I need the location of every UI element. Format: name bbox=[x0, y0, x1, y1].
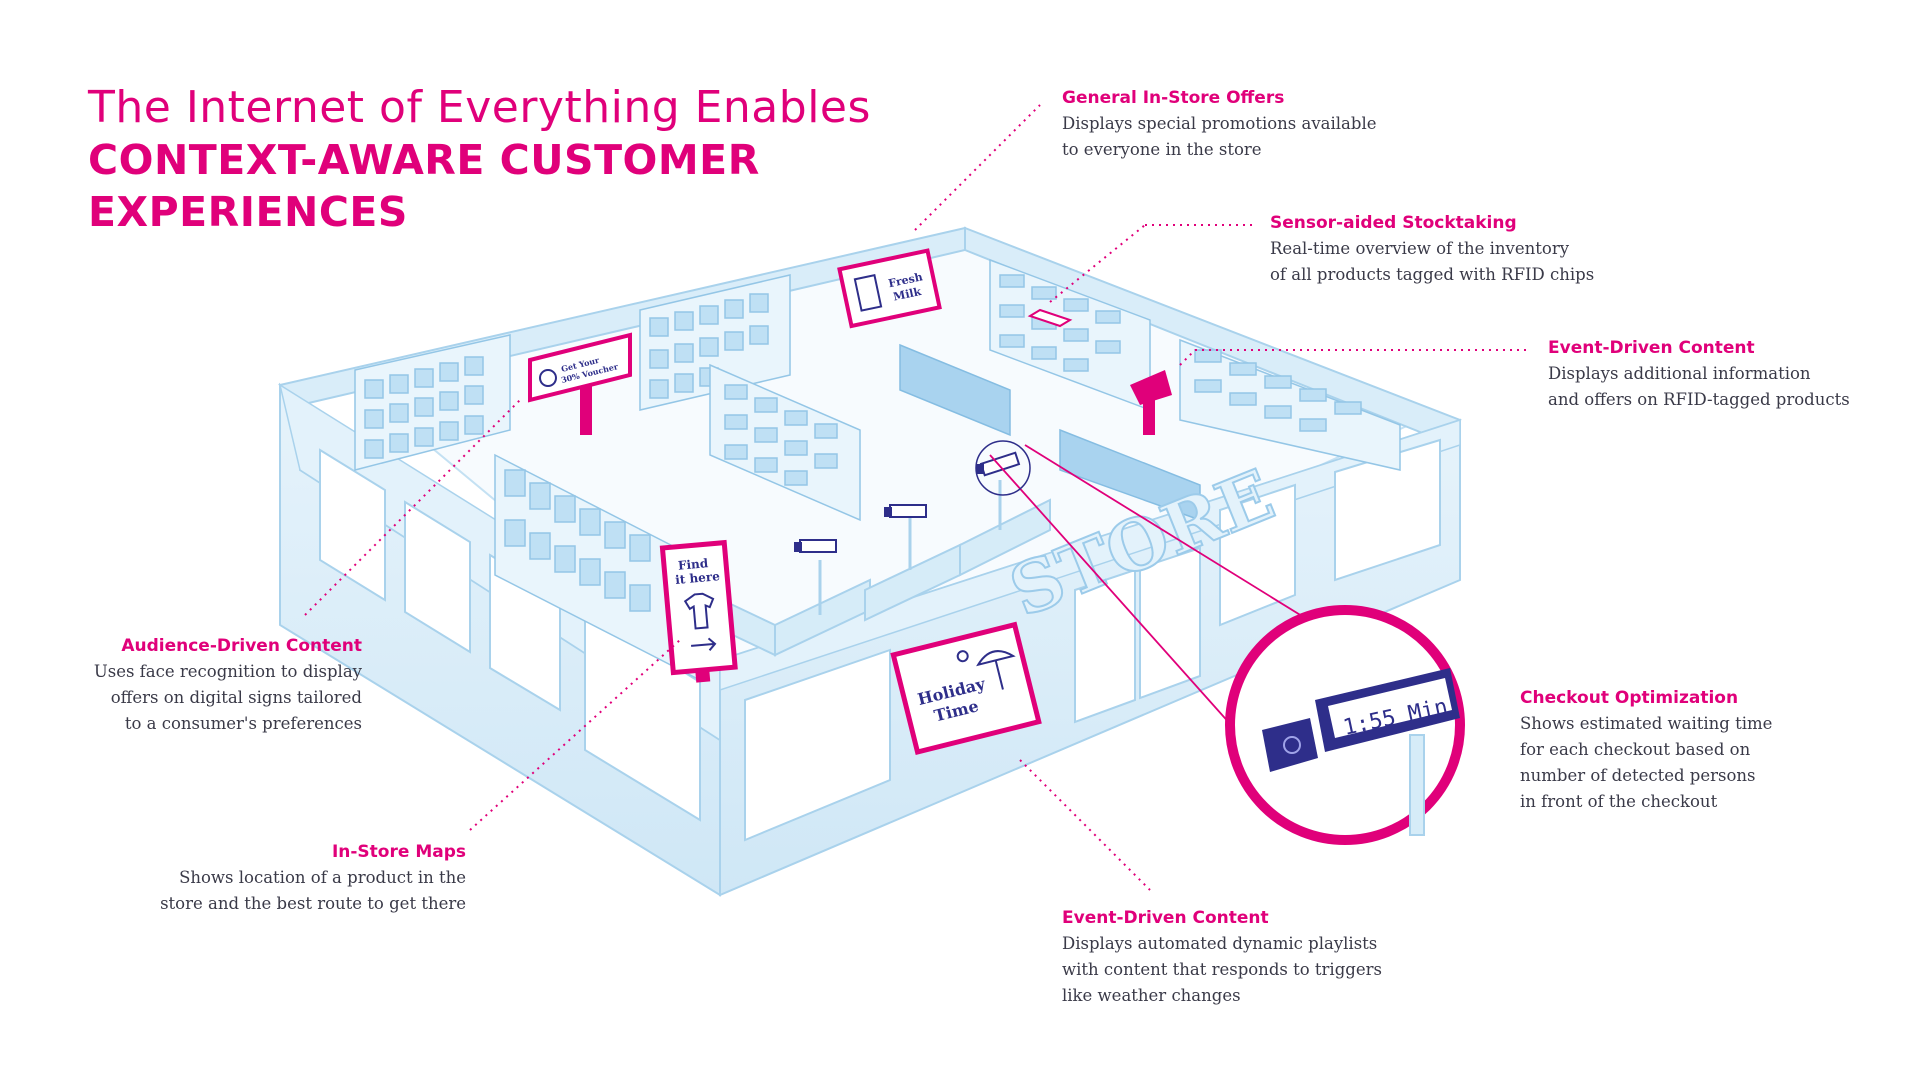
callout-heading: Event-Driven Content bbox=[1062, 908, 1269, 928]
front-right-wall bbox=[719, 418, 1461, 897]
callout-line: Displays special promotions available bbox=[1062, 114, 1377, 133]
shelf-right-front bbox=[1179, 338, 1401, 471]
umbrella-icon bbox=[976, 650, 1016, 690]
callout-line: like weather changes bbox=[1062, 986, 1241, 1005]
leader-lines bbox=[304, 104, 1530, 891]
fresh-milk-sign: Fresh Milk bbox=[837, 248, 942, 329]
callout-heading: Checkout Optimization bbox=[1520, 688, 1739, 708]
window bbox=[404, 500, 471, 654]
callout-line: offers on digital signs tailored bbox=[110, 688, 362, 707]
callout-text: Shows estimated waiting time for each ch… bbox=[1520, 711, 1920, 815]
entrance-door bbox=[1139, 546, 1201, 700]
arrow-right-icon bbox=[691, 637, 717, 651]
shelf-center-aisle bbox=[709, 363, 861, 522]
callout-line: Real-time overview of the inventory bbox=[1270, 239, 1570, 258]
shelf-back-left bbox=[354, 334, 511, 471]
callout-line: with content that responds to triggers bbox=[1062, 960, 1382, 979]
find-text: it here bbox=[675, 569, 721, 587]
front-left-wall bbox=[278, 382, 721, 897]
fresh-milk-text: Milk bbox=[892, 285, 923, 304]
shelf-right-back bbox=[989, 258, 1151, 412]
rfid-kiosk bbox=[1130, 370, 1172, 435]
callout-checkout: Checkout Optimization Shows estimated wa… bbox=[1520, 688, 1920, 815]
callout-line: of all products tagged with RFID chips bbox=[1270, 265, 1595, 284]
callout-stocktaking: Sensor-aided Stocktaking Real-time overv… bbox=[1270, 213, 1670, 288]
window bbox=[1219, 483, 1296, 627]
callout-maps: In-Store Maps Shows location of a produc… bbox=[66, 842, 466, 917]
holiday-time-sign: Holiday Time bbox=[890, 621, 1042, 755]
callout-text: Displays automated dynamic playlists wit… bbox=[1062, 931, 1462, 1009]
callout-text: Uses face recognition to display offers … bbox=[0, 659, 362, 737]
window bbox=[1334, 438, 1441, 582]
callout-line: number of detected persons bbox=[1520, 766, 1756, 785]
window bbox=[319, 448, 386, 602]
callout-audience: Audience-Driven Content Uses face recogn… bbox=[0, 636, 362, 737]
callout-line: Uses face recognition to display bbox=[93, 662, 362, 681]
find-it-here-sign: Find it here bbox=[659, 539, 738, 683]
callout-text: Displays additional information and offe… bbox=[1548, 361, 1920, 413]
entrance-door bbox=[1074, 568, 1136, 724]
checkout-zoom-magnifier: 1:55 Min bbox=[1225, 605, 1465, 845]
callout-line: to everyone in the store bbox=[1062, 140, 1262, 159]
callout-line: for each checkout based on bbox=[1520, 740, 1751, 759]
find-text: Find bbox=[677, 556, 709, 573]
voucher-sign: Get Your 30% Voucher bbox=[528, 332, 632, 435]
callout-text: Real-time overview of the inventory of a… bbox=[1270, 236, 1670, 288]
clothes-rack bbox=[899, 343, 1201, 522]
callout-general-offers: General In-Store Offers Displays special… bbox=[1062, 88, 1462, 163]
shirt-icon bbox=[683, 592, 715, 630]
callout-line: Shows estimated waiting time bbox=[1520, 714, 1773, 733]
rfid-sensor-sign bbox=[1027, 308, 1073, 328]
callout-line: store and the best route to get there bbox=[160, 894, 466, 913]
sun-icon bbox=[956, 650, 969, 663]
callout-line: and offers on RFID-tagged products bbox=[1548, 390, 1850, 409]
callout-heading: Audience-Driven Content bbox=[121, 636, 362, 656]
callout-heading: In-Store Maps bbox=[331, 842, 466, 862]
callout-line: Displays automated dynamic playlists bbox=[1062, 934, 1378, 953]
callout-line: to a consumer's preferences bbox=[124, 714, 362, 733]
callout-line: Shows location of a product in the bbox=[179, 868, 466, 887]
checkout-camera bbox=[794, 539, 837, 615]
callout-line: in front of the checkout bbox=[1520, 792, 1718, 811]
page-title-line1: The Internet of Everything Enables bbox=[88, 82, 871, 133]
camera-icon bbox=[1262, 718, 1318, 772]
page-title-line2: CONTEXT-AWARE CUSTOMER EXPERIENCES bbox=[88, 136, 760, 236]
window bbox=[744, 648, 891, 842]
callout-event-playlist: Event-Driven Content Displays automated … bbox=[1062, 908, 1462, 1009]
callout-heading: Sensor-aided Stocktaking bbox=[1270, 213, 1517, 233]
callout-heading: Event-Driven Content bbox=[1548, 338, 1755, 358]
callout-text: Displays special promotions available to… bbox=[1062, 111, 1462, 163]
callout-line: Displays additional information bbox=[1548, 364, 1811, 383]
checkout-camera bbox=[884, 504, 927, 570]
callout-heading: General In-Store Offers bbox=[1062, 88, 1285, 108]
callout-text: Shows location of a product in the store… bbox=[66, 865, 466, 917]
callout-event-rfid: Event-Driven Content Displays additional… bbox=[1548, 338, 1920, 413]
shelf-back-center bbox=[639, 274, 791, 411]
checkout-camera bbox=[976, 451, 1021, 530]
